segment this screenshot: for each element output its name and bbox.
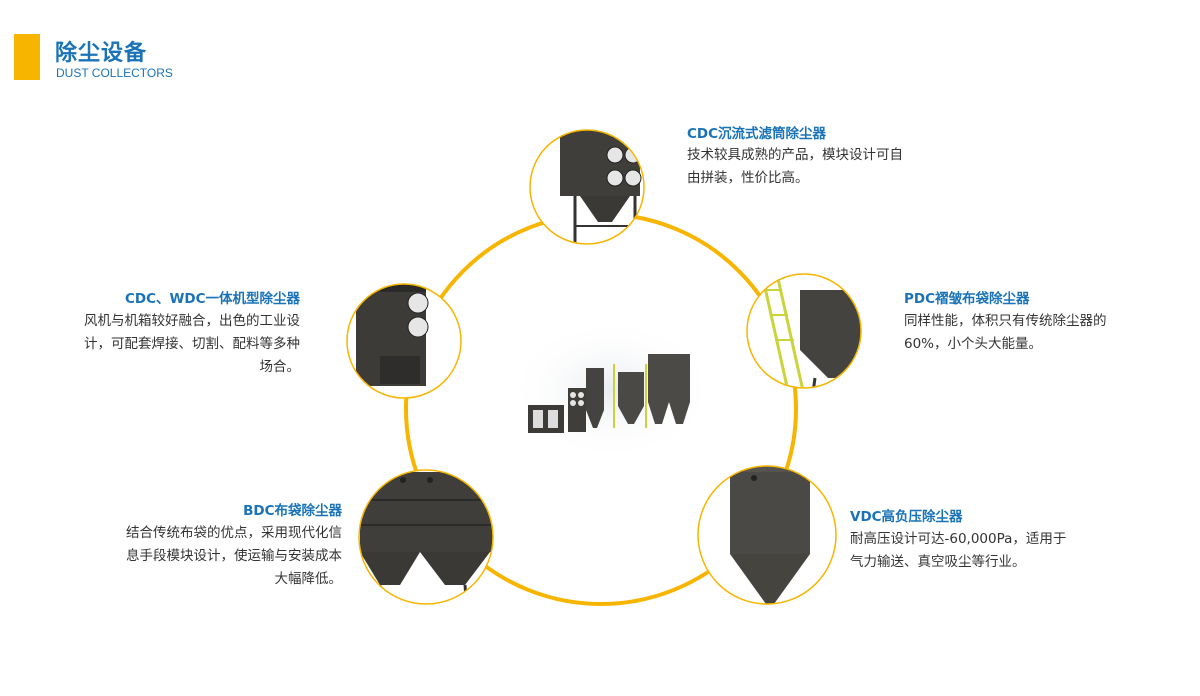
vdc-description: 耐高压设计可达-60,000Pa，适用于 气力输送、真空吸尘等行业。 (850, 528, 1066, 574)
pdc-image (746, 273, 862, 389)
page-title: 除尘设备 (55, 41, 148, 66)
vdc-title: VDC高负压除尘器 (850, 509, 963, 525)
cdc-wdc-desc-line: 场合。 (259, 359, 301, 375)
bdc-description: 结合传统布袋的优点，采用现代化信 息手段模块设计，使运输与安装成本 大幅降低。 (72, 522, 342, 591)
vdc-desc-line: 气力输送、真空吸尘等行业。 (850, 554, 1026, 570)
vdc-image (697, 465, 837, 605)
cdc-cartridge-desc-line: 技术较具成熟的产品，模块设计可自 (687, 147, 903, 163)
cdc-wdc-title: CDC、WDC一体机型除尘器 (124, 291, 300, 307)
cdc-wdc-desc-line: 风机与机箱较好融合，出色的工业设 (84, 313, 300, 329)
bdc-desc-line: 大幅降低。 (274, 571, 343, 587)
pdc-description: 同样性能，体积只有传统除尘器的 60%，小个头大能量。 (904, 310, 1107, 356)
bdc-image (358, 469, 494, 605)
cdc-wdc-image (346, 283, 462, 399)
vdc-desc-line: 耐高压设计可达-60,000Pa，适用于 (850, 531, 1067, 547)
pdc-desc-line: 60%，小个头大能量。 (904, 336, 1043, 352)
cdc-cartridge-image (529, 129, 645, 245)
cdc-cartridge-title: CDC沉流式滤筒除尘器 (687, 126, 827, 142)
bdc-desc-line: 结合传统布袋的优点，采用现代化信 (126, 525, 342, 541)
header-accent-bar (14, 34, 40, 80)
pdc-desc-line: 同样性能，体积只有传统除尘器的 (904, 313, 1107, 329)
bdc-desc-line: 息手段模块设计，使运输与安装成本 (126, 548, 342, 564)
bdc-title: BDC布袋除尘器 (243, 503, 342, 519)
cdc-wdc-description: 风机与机箱较好融合，出色的工业设 计，可配套焊接、切割、配料等多种 场合。 (30, 310, 300, 379)
center-product-group-image (507, 318, 717, 462)
cdc-wdc-desc-line: 计，可配套焊接、切割、配料等多种 (84, 336, 300, 352)
page-subtitle: DUST COLLECTORS (56, 66, 173, 80)
pdc-title: PDC褶皱布袋除尘器 (904, 291, 1030, 307)
cdc-cartridge-description: 技术较具成熟的产品，模块设计可自 由拼装，性价比高。 (687, 144, 903, 190)
cdc-cartridge-desc-line: 由拼装，性价比高。 (687, 170, 809, 186)
